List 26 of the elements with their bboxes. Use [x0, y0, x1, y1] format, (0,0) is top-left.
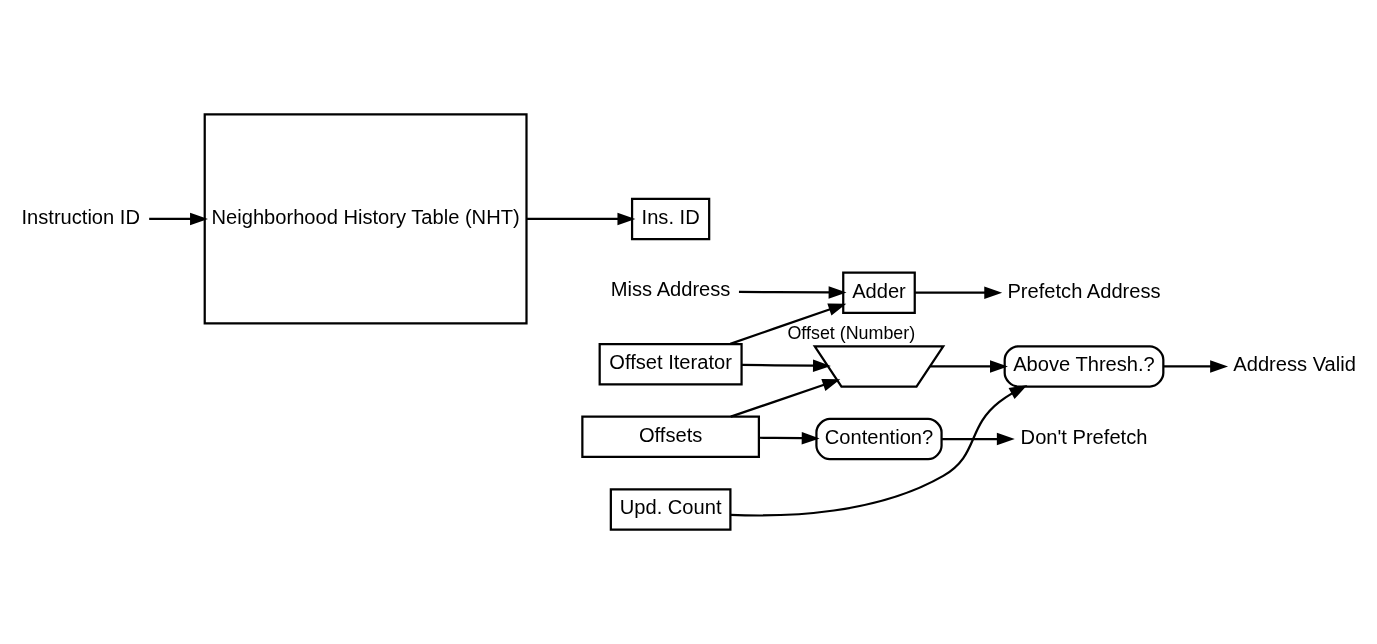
node-box: Contention?	[815, 417, 943, 461]
arrow	[1163, 360, 1229, 373]
node-box: Adder	[842, 271, 916, 314]
node-text: Don't Prefetch	[1020, 425, 1148, 448]
edge-label: Offset (Number)	[787, 322, 916, 343]
node-box: Ins. ID	[630, 197, 711, 241]
node-text: Prefetch Address	[1007, 279, 1161, 302]
node-box: Upd. Count	[609, 488, 732, 531]
arrow	[759, 431, 820, 445]
arrow	[942, 432, 1015, 446]
arrow	[738, 286, 847, 299]
arrow	[730, 379, 841, 418]
node-box: Offset Iterator	[598, 342, 743, 386]
node-text: Instruction ID	[21, 205, 140, 228]
node-box: Above Thresh.?	[1003, 345, 1165, 388]
arrow	[930, 360, 1008, 373]
node-box: Offsets	[581, 415, 760, 459]
arrow	[741, 359, 831, 372]
node-box: Neighborhood History Table (NHT)	[203, 113, 528, 325]
arrow	[526, 212, 636, 226]
arrow	[149, 212, 208, 226]
node-text: Address Valid	[1233, 353, 1356, 376]
node-text: Miss Address	[610, 278, 731, 301]
arrow	[914, 286, 1003, 299]
arrow	[729, 303, 847, 345]
arrow	[730, 385, 1028, 517]
